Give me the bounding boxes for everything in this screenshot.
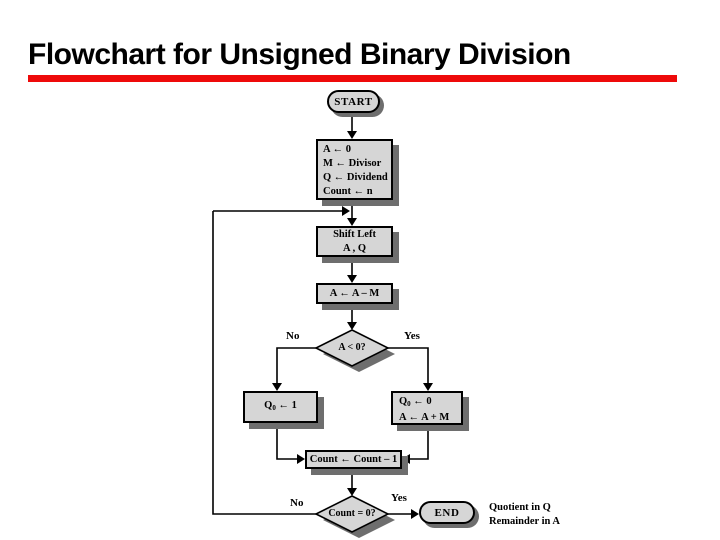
arrow-right-icon <box>297 454 305 464</box>
start-label: START <box>334 95 373 108</box>
result-line: Remainder in A <box>489 516 560 527</box>
connector-left-count <box>276 423 298 460</box>
decision-count-diamond <box>314 495 395 538</box>
connector-right-count <box>409 425 429 460</box>
count-decrement-node: Count ← Count – 1 <box>305 450 402 469</box>
arrow-right-icon <box>342 206 350 216</box>
q-subscript: 0 <box>407 400 411 408</box>
shift-line: Shift Left <box>333 228 376 240</box>
arrowhead-icons <box>272 131 433 519</box>
count-label: Count ← Count – 1 <box>309 453 398 465</box>
arrow-down-icon <box>347 218 357 226</box>
q-assignment: ← 1 <box>275 400 297 411</box>
init-line: M ← Divisor <box>323 158 382 169</box>
arrow-down-icon <box>347 322 357 330</box>
start-node: START <box>327 90 380 113</box>
shift-line: A , Q <box>342 242 367 254</box>
decision-a-yes-label: Yes <box>404 330 420 342</box>
title-underline-bar <box>28 75 677 82</box>
init-line: Q ← Dividend <box>323 172 388 183</box>
decision-a-diamond <box>314 329 395 372</box>
arrow-left-icon <box>402 454 410 464</box>
arrow-down-icon <box>347 488 357 496</box>
page-title: Flowchart for Unsigned Binary Division <box>28 38 571 71</box>
connector-loop-back <box>212 211 316 515</box>
q-symbol: Q <box>264 400 273 411</box>
subtract-label: A ← A – M <box>329 287 380 299</box>
decision-a-no-label: No <box>286 330 300 342</box>
decision-count-label: Count = 0? <box>328 508 376 519</box>
arrow-down-icon <box>272 383 282 391</box>
decision-a-label: A < 0? <box>338 342 366 353</box>
restore-node: Q0 ← 0 A ← A + M <box>391 391 463 425</box>
arrow-right-icon <box>411 509 419 519</box>
q-symbol: Q <box>399 396 408 407</box>
result-line: Quotient in Q <box>489 502 551 513</box>
arrow-down-icon <box>347 275 357 283</box>
restore-line1: Q0 ← 0 <box>399 395 461 411</box>
init-node: A ← 0 M ← Divisor Q ← Dividend Count ← n <box>316 139 393 200</box>
connector-decision-no-left <box>276 347 316 384</box>
shift-left-node: Shift Left A , Q <box>316 226 393 257</box>
result-note: Quotient in Q Remainder in A <box>489 501 560 529</box>
connector-lines <box>212 113 429 515</box>
decision-count-no-label: No <box>290 497 304 509</box>
restore-line2: A ← A + M <box>399 412 450 423</box>
subtract-node: A ← A – M <box>316 283 393 304</box>
arrow-down-icon <box>347 131 357 139</box>
init-line: A ← 0 <box>323 144 352 155</box>
init-line: Count ← n <box>323 186 373 197</box>
set-q1-label: Q0 ← 1 <box>264 399 297 415</box>
arrow-down-icon <box>423 383 433 391</box>
q-assignment: ← 0 <box>410 396 432 407</box>
set-q1-node: Q0 ← 1 <box>243 391 318 423</box>
q-subscript: 0 <box>272 404 276 412</box>
decision-count-yes-label: Yes <box>391 492 407 504</box>
end-node: END <box>419 501 475 524</box>
connector-decision-yes-right <box>388 347 429 384</box>
end-label: END <box>434 506 460 519</box>
